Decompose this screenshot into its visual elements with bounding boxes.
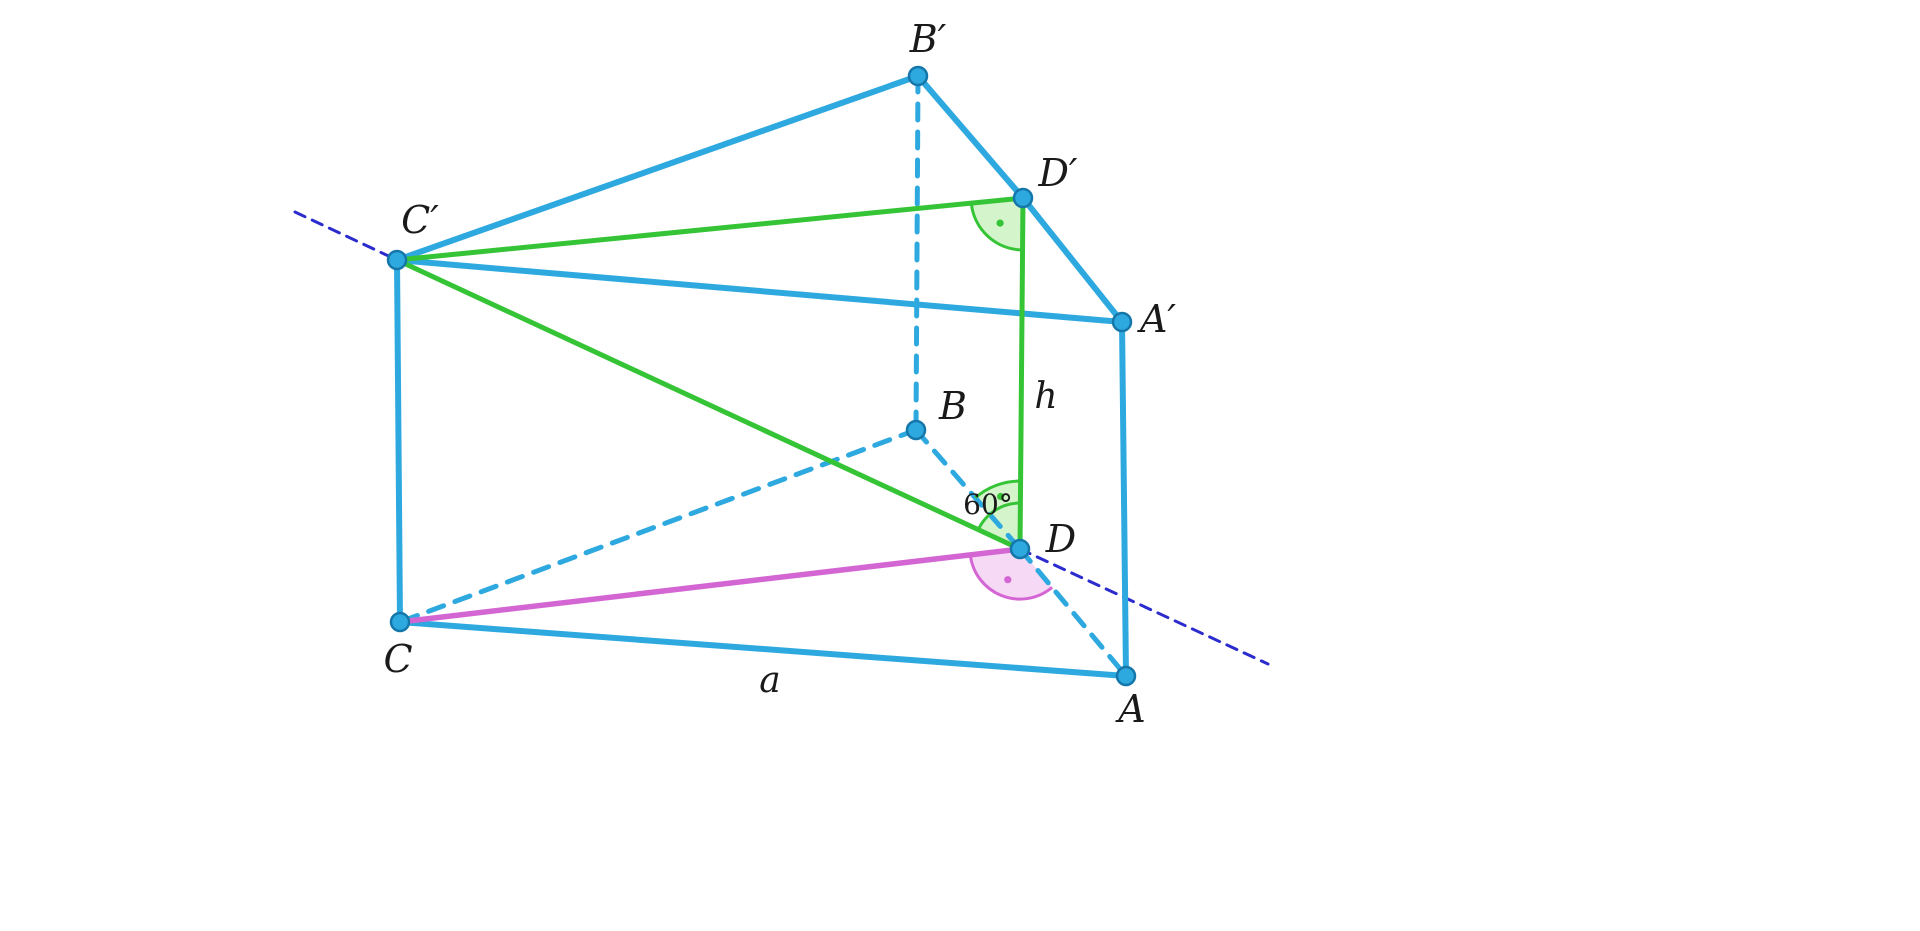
segment-CpBp — [394, 73, 921, 263]
right-angle-at-D-upper-arc — [974, 479, 1021, 499]
right-angle-at-D-lower-dot — [1004, 576, 1012, 584]
segment-CpD — [394, 257, 1023, 552]
label-a: a — [759, 660, 780, 701]
segment-ext-line-lower — [1018, 547, 1270, 666]
segment-CpAp — [394, 257, 1125, 325]
label-Bprime: B′ — [909, 17, 947, 61]
segment-ext-line-upper — [293, 210, 399, 262]
vertex-Bp — [907, 65, 929, 87]
segment-DpAp — [1020, 195, 1125, 325]
vertex-Ap — [1111, 311, 1133, 333]
segment-ApA — [1119, 319, 1129, 679]
label-angle-60-label: 60° — [963, 488, 1013, 521]
label-Cprime: C′ — [401, 198, 439, 242]
label-A: A — [1115, 687, 1145, 731]
segment-CD — [397, 546, 1023, 625]
right-angle-at-D-upper-fill — [975, 480, 1021, 549]
right-angle-at-Dprime-dot — [996, 219, 1004, 227]
segment-CpDp — [394, 195, 1026, 263]
segment-BpDp — [915, 73, 1026, 201]
vertex-Cp — [386, 249, 408, 271]
segment-DA — [1017, 546, 1129, 679]
segment-BD — [913, 427, 1023, 552]
label-B: B — [938, 384, 967, 428]
vertex-B — [905, 419, 927, 441]
label-C: C — [383, 637, 412, 681]
right-angle-at-D-upper-dot — [997, 492, 1005, 501]
label-h: h — [1034, 376, 1057, 417]
label-Aprime: A′ — [1137, 297, 1176, 341]
segment-BpB — [913, 73, 921, 433]
vertex-C — [389, 611, 411, 633]
segment-CA — [397, 619, 1129, 679]
right-angle-at-D-lower-arc — [968, 554, 1054, 601]
segment-CpC — [394, 257, 403, 625]
right-angle-at-D-lower-fill — [970, 549, 1053, 600]
vertex-A — [1115, 665, 1137, 687]
vertex-Dp — [1012, 187, 1034, 209]
right-angle-at-Dprime-arc — [969, 203, 1023, 252]
label-D: D — [1045, 517, 1076, 561]
segment-DpD — [1017, 195, 1026, 552]
vertex-D — [1009, 538, 1031, 560]
angle-60-at-D-arc — [976, 501, 1021, 531]
label-Dprime: D′ — [1037, 151, 1077, 195]
